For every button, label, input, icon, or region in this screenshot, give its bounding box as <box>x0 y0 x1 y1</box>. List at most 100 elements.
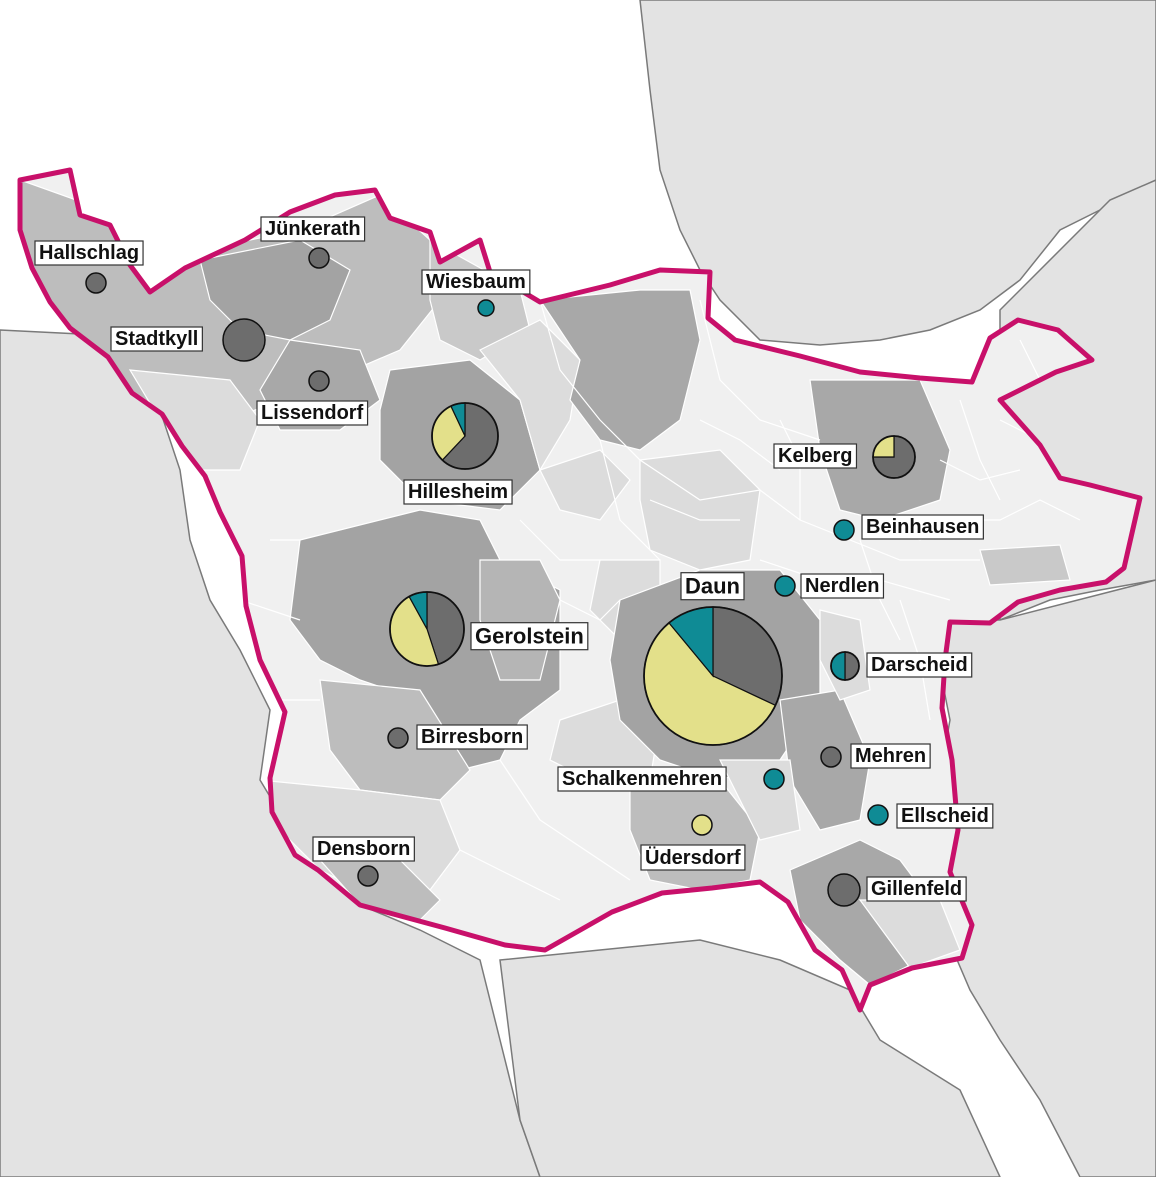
label-mehren: Mehren <box>850 743 931 769</box>
place-symbols <box>85 247 916 907</box>
pie-slice-gillenfeld-gray <box>827 873 861 907</box>
symbol-stadtkyll <box>222 318 266 362</box>
symbol-nerdlen <box>774 575 796 597</box>
symbol-junkerath <box>308 247 330 269</box>
label-udersdorf: Üdersdorf <box>640 844 746 871</box>
pie-slice-stadtkyll-gray <box>222 318 266 362</box>
symbol-ellscheid <box>867 804 889 826</box>
label-box-gerolstein <box>470 622 589 651</box>
symbol-mehren <box>820 746 842 768</box>
pie-outline-gerolstein <box>389 591 465 667</box>
symbol-gillenfeld <box>827 873 861 907</box>
pie-outline-kelberg <box>872 435 916 479</box>
label-nerdlen: Nerdlen <box>800 573 885 599</box>
label-text-gillenfeld: Gillenfeld <box>871 878 962 900</box>
label-box-darscheid <box>866 652 973 678</box>
pie-slice-beinhausen-teal <box>833 519 855 541</box>
label-box-stadtkyll <box>110 326 203 352</box>
label-text-beinhausen: Beinhausen <box>866 516 979 538</box>
label-box-junkerath <box>260 216 366 242</box>
label-daun: Daun <box>680 572 745 601</box>
label-box-daun <box>680 572 745 601</box>
label-box-ellscheid <box>896 803 994 829</box>
symbol-beinhausen <box>833 519 855 541</box>
label-darscheid: Darscheid <box>866 652 973 678</box>
label-box-densborn <box>312 836 415 862</box>
pie-slice-junkerath-gray <box>308 247 330 269</box>
place-labels: Hallschlag JünkerathWiesbaumStadtkyllLiss… <box>34 216 994 902</box>
label-wiesbaum: Wiesbaum <box>421 269 531 295</box>
label-text-darscheid: Darscheid <box>871 654 968 676</box>
symbol-wiesbaum <box>477 299 495 317</box>
pie-slice-densborn-gray <box>357 865 379 887</box>
label-box-schalkenmehren <box>557 766 727 792</box>
label-stadtkyll: Stadtkyll <box>110 326 203 352</box>
pie-slice-udersdorf-yellow <box>691 814 713 836</box>
label-text-ellscheid: Ellscheid <box>901 805 989 827</box>
label-schalkenmehren: Schalkenmehren <box>557 766 727 792</box>
label-text-birresborn: Birresborn <box>421 726 523 748</box>
symbol-birresborn <box>387 727 409 749</box>
label-text-kelberg: Kelberg <box>778 445 852 467</box>
label-text-hallschlag: Hallschlag <box>39 242 139 264</box>
label-text-nerdlen: Nerdlen <box>805 575 879 597</box>
symbol-schalkenmehren <box>763 768 785 790</box>
label-box-beinhausen <box>861 514 984 540</box>
pie-slice-ellscheid-teal <box>867 804 889 826</box>
label-text-daun: Daun <box>685 574 740 599</box>
label-text-lissendorf: Lissendorf <box>261 402 364 424</box>
label-text-junkerath: Jünkerath <box>265 218 361 240</box>
label-text-schalkenmehren: Schalkenmehren <box>562 768 722 790</box>
label-hallschlag: Hallschlag <box>34 240 144 266</box>
pie-slice-schalkenmehren-teal <box>763 768 785 790</box>
symbol-daun <box>643 606 783 746</box>
symbol-hallschlag <box>85 272 107 294</box>
symbol-udersdorf <box>691 814 713 836</box>
label-text-udersdorf: Üdersdorf <box>645 846 741 869</box>
label-gerolstein: Gerolstein <box>470 622 589 651</box>
label-box-birresborn <box>416 724 528 750</box>
pie-slice-mehren-gray <box>820 746 842 768</box>
label-kelberg: Kelberg <box>773 443 858 469</box>
label-text-densborn: Densborn <box>317 838 410 860</box>
label-gillenfeld: Gillenfeld <box>866 876 967 902</box>
pie-slice-lissendorf-gray <box>308 370 330 392</box>
label-box-mehren <box>850 743 931 769</box>
label-text-mehren: Mehren <box>855 745 926 767</box>
symbol-lissendorf <box>308 370 330 392</box>
label-box-nerdlen <box>800 573 885 599</box>
pie-slice-wiesbaum-teal <box>477 299 495 317</box>
label-box-wiesbaum <box>421 269 531 295</box>
label-box-hallschlag <box>34 240 144 266</box>
pie-slice-birresborn-gray <box>387 727 409 749</box>
symbol-kelberg <box>872 435 916 479</box>
label-box-kelberg <box>773 443 858 469</box>
label-lissendorf: Lissendorf <box>256 400 369 426</box>
pie-outline-darscheid <box>830 651 860 681</box>
label-text-gerolstein: Gerolstein <box>475 624 584 649</box>
label-box-udersdorf <box>640 844 746 871</box>
label-text-wiesbaum: Wiesbaum <box>426 271 526 293</box>
label-box-hillesheim <box>403 479 513 505</box>
pie-outline-hillesheim <box>431 402 499 470</box>
label-text-hillesheim: Hillesheim <box>408 481 508 503</box>
label-box-lissendorf <box>256 400 369 426</box>
pie-slice-hallschlag-gray <box>85 272 107 294</box>
symbol-hillesheim <box>431 402 499 470</box>
district-border <box>17 167 1143 1013</box>
pie-outline-daun <box>643 606 783 746</box>
label-hillesheim: Hillesheim <box>403 479 513 505</box>
label-birresborn: Birresborn <box>416 724 528 750</box>
municipality-borders <box>239 299 1081 901</box>
label-text-stadtkyll: Stadtkyll <box>115 328 198 350</box>
label-beinhausen: Beinhausen <box>861 514 984 540</box>
label-ellscheid: Ellscheid <box>896 803 994 829</box>
symbol-densborn <box>357 865 379 887</box>
label-densborn: Densborn <box>312 836 415 862</box>
label-junkerath: Jünkerath <box>260 216 366 242</box>
pie-slice-nerdlen-teal <box>774 575 796 597</box>
label-box-gillenfeld <box>866 876 967 902</box>
symbol-gerolstein <box>389 591 465 667</box>
symbol-darscheid <box>830 651 860 681</box>
